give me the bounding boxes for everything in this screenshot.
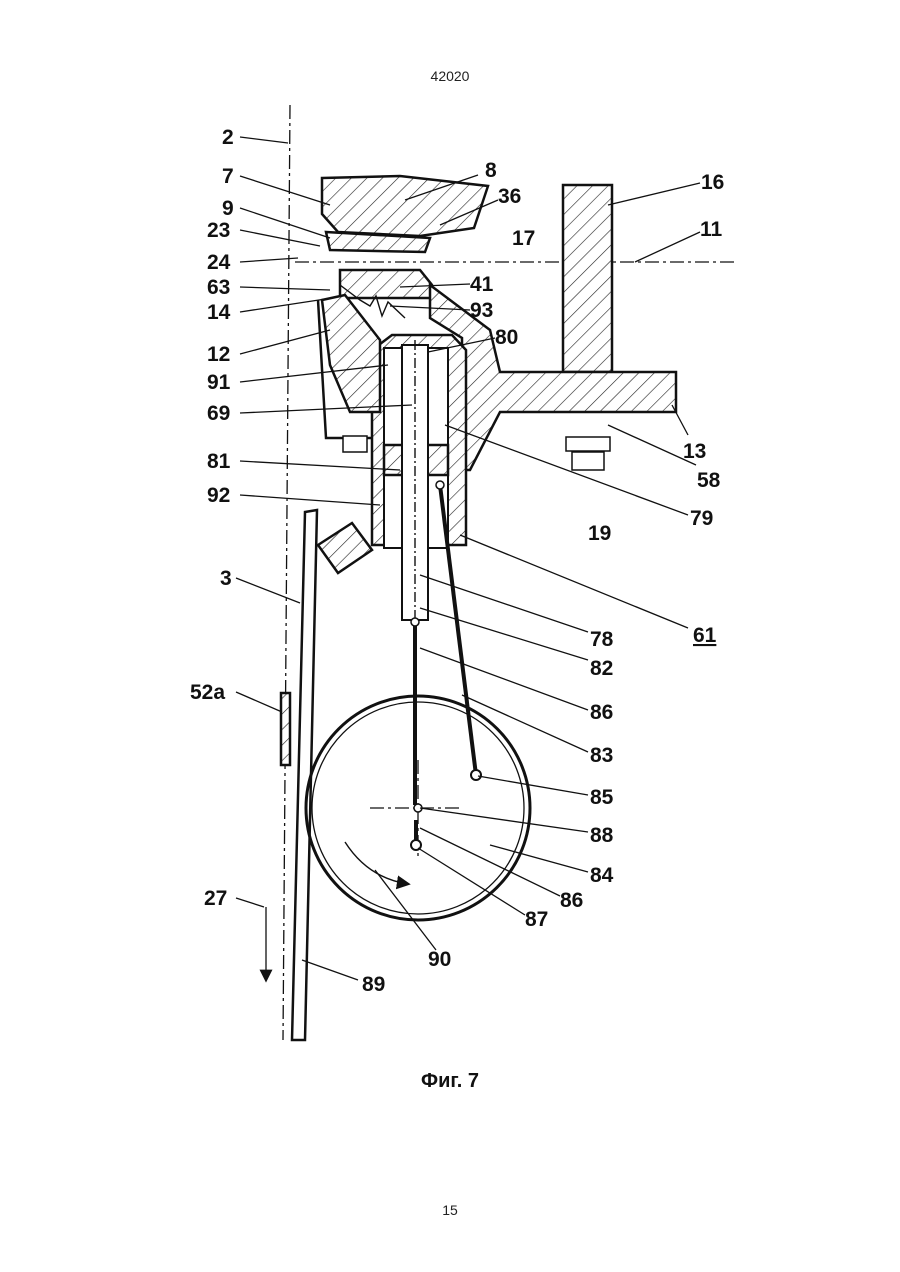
label-52a: 52a (190, 681, 225, 704)
axis-line-2 (283, 105, 290, 1040)
label-41: 41 (470, 273, 494, 296)
label-81: 81 (207, 450, 231, 473)
label-86-lower: 86 (560, 889, 583, 912)
label-92: 92 (207, 484, 230, 507)
part-16 (563, 185, 612, 372)
label-14: 14 (207, 301, 231, 324)
label-85: 85 (590, 786, 614, 809)
part-8 (322, 176, 488, 236)
label-9: 9 (222, 197, 234, 220)
label-79: 79 (690, 507, 713, 530)
label-3: 3 (220, 567, 232, 590)
figure-caption: Фиг. 7 (0, 1070, 900, 1093)
label-82: 82 (590, 657, 613, 680)
label-69: 69 (207, 402, 230, 425)
fixture-58-base (572, 452, 604, 470)
label-61: 61 (693, 624, 717, 647)
label-90: 90 (428, 948, 451, 971)
label-58: 58 (697, 469, 721, 492)
part-52a (281, 693, 290, 765)
part-41 (340, 270, 432, 298)
fixture-58 (566, 437, 610, 451)
label-8: 8 (485, 159, 497, 182)
label-19: 19 (588, 522, 611, 545)
block-92 (318, 523, 372, 573)
joint-85 (471, 770, 481, 780)
reference-labels: 2 7 8 36 16 9 23 17 11 24 63 41 14 93 80… (190, 126, 724, 996)
label-78: 78 (590, 628, 614, 651)
label-17: 17 (512, 227, 535, 250)
label-11: 11 (700, 218, 723, 241)
label-63: 63 (207, 276, 230, 299)
label-80: 80 (495, 326, 518, 349)
label-7: 7 (222, 165, 234, 188)
label-2: 2 (222, 126, 234, 149)
label-91: 91 (207, 371, 231, 394)
label-12: 12 (207, 343, 230, 366)
label-86-upper: 86 (590, 701, 613, 724)
label-88: 88 (590, 824, 614, 847)
label-23: 23 (207, 219, 230, 242)
label-87: 87 (525, 908, 548, 931)
label-24: 24 (207, 251, 231, 274)
leader-lines (236, 137, 700, 980)
label-84: 84 (590, 864, 614, 887)
label-13: 13 (683, 440, 706, 463)
label-27: 27 (204, 887, 227, 910)
label-83: 83 (590, 744, 613, 767)
joint-83-top (436, 481, 444, 489)
page-number: 15 (0, 1202, 900, 1218)
fixture-left (343, 436, 367, 452)
joint-82 (411, 618, 419, 626)
label-89: 89 (362, 973, 385, 996)
bracket-12 (322, 295, 380, 412)
label-93: 93 (470, 299, 493, 322)
label-16: 16 (701, 171, 724, 194)
rotation-arrow-90 (345, 842, 408, 884)
label-36: 36 (498, 185, 521, 208)
